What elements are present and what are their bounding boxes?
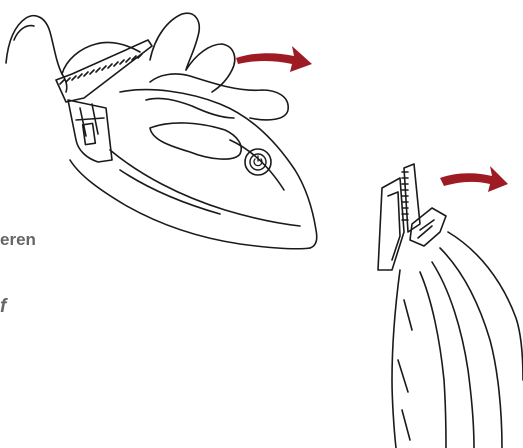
handle-left-edge xyxy=(392,270,400,448)
blade-plate xyxy=(404,164,420,232)
handle-inner-2 xyxy=(432,262,474,448)
arrow-icon-bottom xyxy=(440,166,508,192)
handle-inner-3 xyxy=(420,272,446,448)
handle-contour xyxy=(398,300,412,440)
blade-closeup-figure xyxy=(378,164,523,448)
finger-3 xyxy=(150,74,288,120)
handle-right-edge xyxy=(448,232,523,380)
handle-inner-1 xyxy=(440,248,502,448)
cropped-text-fragment: eren xyxy=(0,231,36,248)
blade-housing-detail xyxy=(76,104,104,136)
arrow-icon-top xyxy=(236,46,312,72)
button-panel xyxy=(150,123,241,159)
finger-4 xyxy=(146,98,234,118)
handle-contour-1 xyxy=(120,170,220,214)
thumb-outline xyxy=(6,16,67,92)
blade-housing xyxy=(68,100,112,162)
palm-edge xyxy=(62,42,140,74)
blade-teeth xyxy=(60,54,142,84)
hand-trimmer-figure xyxy=(6,13,317,249)
blade-frame xyxy=(56,40,152,102)
power-button-ring xyxy=(245,149,271,175)
cropped-italic-fragment: f xyxy=(0,297,6,316)
